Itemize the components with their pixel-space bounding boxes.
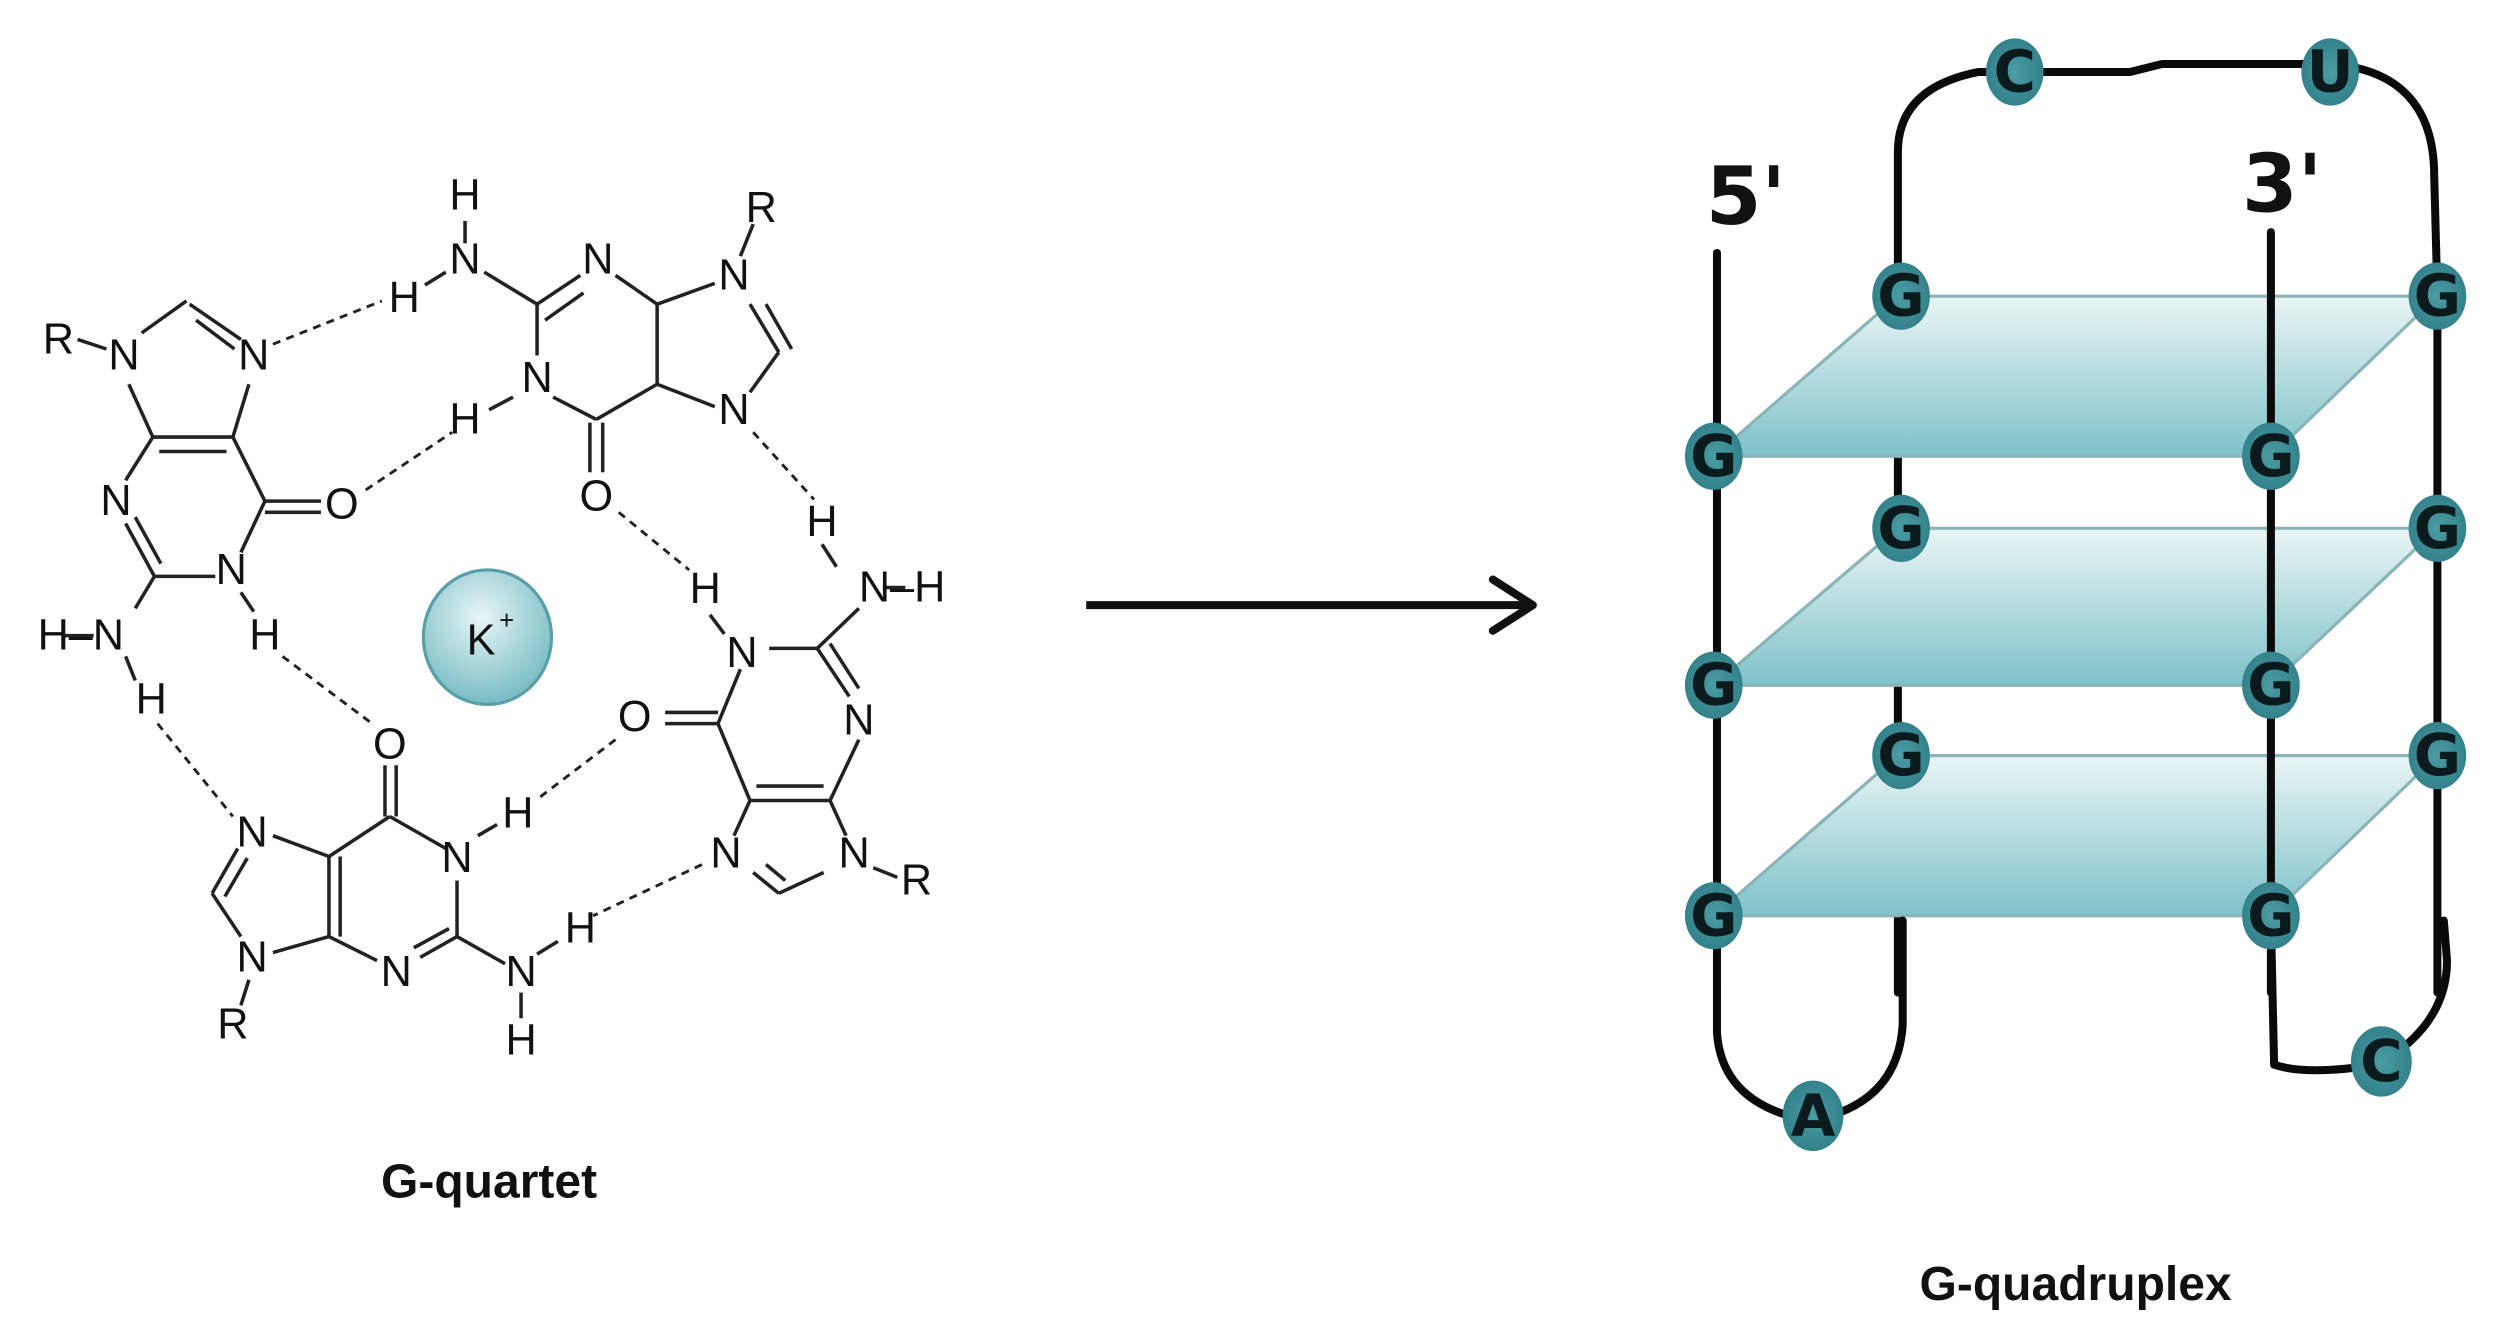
g-quadruplex-structure: 5' 3' C U G G G G G G G G G G G G A — [1684, 38, 2467, 1311]
nucleotide-loop-top-2: U — [2301, 38, 2359, 106]
hydrogen-bonds — [156, 299, 816, 918]
atom-o: O — [579, 472, 613, 520]
atom-h: H — [502, 789, 533, 837]
atom-n: N — [710, 829, 741, 877]
atom-n: N — [718, 251, 749, 299]
nucleotide-loop-top-1: C — [1985, 38, 2044, 106]
g-quadruplex-caption: G-quadruplex — [1920, 1258, 2232, 1311]
nucleotide-g: G — [2408, 722, 2467, 790]
ion-charge: + — [499, 607, 514, 635]
nucleotide-g: G — [2408, 494, 2467, 562]
atom-n: N — [843, 696, 874, 744]
nucleotide-g: G — [2242, 882, 2300, 950]
nucleotide-loop-a: A — [1782, 1080, 1844, 1152]
atom-n: N — [718, 386, 749, 434]
nucleotide-g: G — [1872, 494, 1930, 562]
atom-h: H — [690, 565, 721, 613]
svg-text:G: G — [1690, 882, 1737, 949]
svg-text:G: G — [2247, 882, 2294, 949]
atom-h: H — [449, 171, 480, 219]
svg-text:G: G — [1877, 263, 1924, 330]
atom-n: N — [108, 331, 139, 379]
atom-o: O — [618, 693, 652, 741]
atom-n: N — [381, 948, 412, 996]
atom-n: N — [505, 948, 536, 996]
svg-text:G: G — [1877, 722, 1924, 789]
atom-h: H — [136, 676, 167, 724]
svg-text:A: A — [1791, 1082, 1836, 1149]
atom-h: H — [565, 905, 596, 953]
nucleotide-loop-c: C — [2350, 1026, 2412, 1097]
atom-n: N — [236, 809, 267, 857]
atom-r: R — [746, 184, 777, 232]
atom-nh: N–H — [859, 564, 945, 612]
g-quartet-structure: R N N N O N H–N H H — [38, 171, 946, 1208]
atom-h: H — [389, 274, 420, 322]
tetrad-plane-3 — [1709, 754, 2442, 918]
atom-o: O — [373, 720, 407, 768]
transition-arrow-icon — [1086, 575, 1537, 635]
nucleotide-g: G — [1872, 262, 1930, 330]
atom-n: N — [838, 829, 869, 877]
svg-text:G: G — [1877, 495, 1924, 562]
atom-r: R — [901, 857, 932, 905]
tetrad-plane-1 — [1709, 294, 2442, 458]
guanine-right: H N–H H N N O N N R — [618, 498, 945, 905]
svg-text:G: G — [2247, 423, 2294, 490]
nucleotide-g: G — [2242, 651, 2300, 719]
atom-n: N — [236, 933, 267, 981]
svg-text:G: G — [1690, 652, 1737, 719]
atom-n: N — [521, 354, 552, 402]
guanine-top: H N H N R N N N H O — [389, 171, 794, 520]
svg-text:C: C — [1994, 39, 2036, 106]
svg-text:G: G — [1690, 423, 1737, 490]
atom-h: H — [505, 1017, 536, 1065]
svg-text:G: G — [2414, 495, 2461, 562]
potassium-ion: K + — [421, 568, 554, 707]
atom-h: H — [249, 612, 280, 660]
nucleotide-g: G — [1872, 722, 1930, 790]
ion-symbol: K — [467, 616, 496, 664]
atom-n: N — [216, 546, 247, 594]
atom-r: R — [43, 315, 74, 363]
nucleotide-g: G — [1684, 882, 1743, 950]
svg-text:G: G — [2247, 652, 2294, 719]
nucleotide-g: G — [1684, 651, 1743, 719]
nucleotide-g: G — [1684, 422, 1743, 490]
tetrad-plane-2 — [1709, 526, 2442, 687]
svg-text:C: C — [2360, 1028, 2402, 1095]
atom-n: N — [238, 331, 269, 379]
atom-n: N — [726, 629, 757, 677]
atom-n: N — [582, 235, 613, 283]
svg-text:G: G — [2414, 722, 2461, 789]
nucleotide-g: G — [2242, 422, 2300, 490]
atom-o: O — [325, 480, 359, 528]
svg-text:G: G — [2414, 263, 2461, 330]
strand-top-loop — [1893, 60, 2442, 301]
three-prime-label: 3' — [2242, 137, 2322, 230]
atom-r: R — [217, 1001, 248, 1049]
atom-h: H — [449, 395, 480, 443]
atom-n: N — [100, 477, 131, 525]
atom-n: N — [449, 235, 480, 283]
svg-text:U: U — [2307, 39, 2354, 106]
guanine-left: R N N N O N H–N H H — [38, 299, 359, 724]
nucleotide-g: G — [2408, 262, 2467, 330]
five-prime-label: 5' — [1706, 150, 1786, 243]
guanine-bottom: O N N H N N N H H R — [210, 720, 596, 1065]
atom-h: H — [806, 498, 837, 546]
g-quartet-caption: G-quartet — [381, 1156, 597, 1209]
atom-n: N — [441, 834, 472, 882]
atom-hn: H–N — [38, 612, 124, 660]
